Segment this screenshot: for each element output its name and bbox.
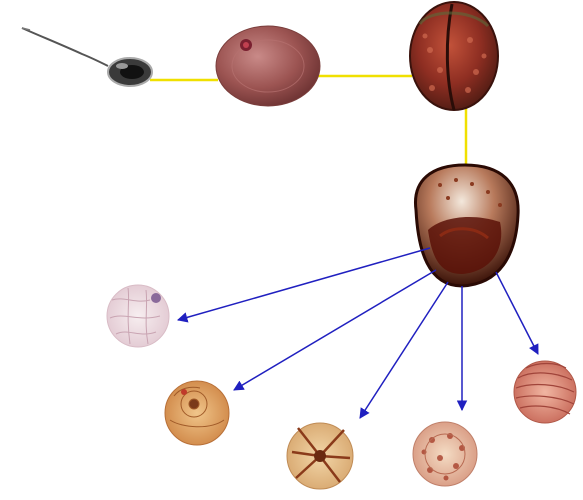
bone-tissue-icon: [413, 422, 477, 486]
arrow-to-epithelial: [234, 270, 436, 390]
egg-cell-icon: [216, 26, 320, 106]
sperm-cell-icon: [22, 28, 152, 86]
epithelial-tissue-icon: [165, 381, 229, 445]
muscle-tissue-icon: [514, 361, 576, 423]
blastocyst-icon: [415, 165, 518, 286]
adipose-tissue-icon: [107, 285, 169, 347]
arrow-to-nerve: [360, 282, 448, 418]
nerve-cell-icon: [287, 423, 353, 489]
arrow-to-adipose: [178, 248, 430, 320]
arrow-to-muscle: [496, 272, 538, 354]
fertilized-egg-icon: [410, 2, 498, 110]
